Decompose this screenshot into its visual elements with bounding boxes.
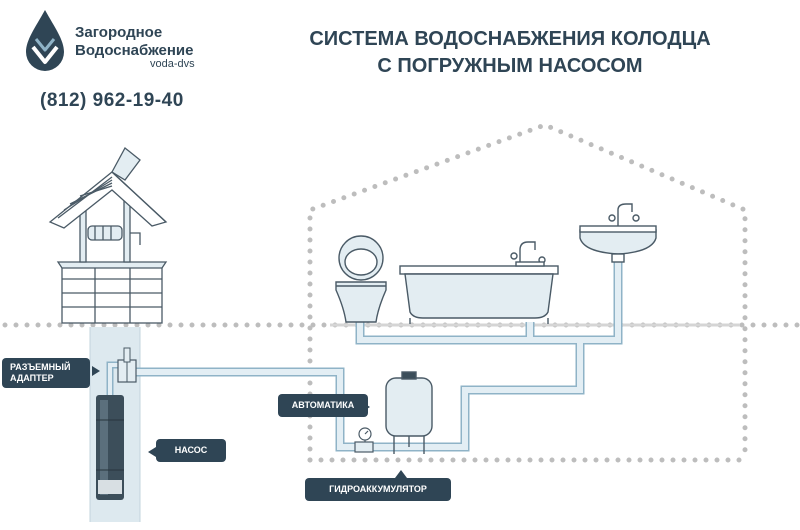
label-pointer [148,447,156,457]
house-outline-icon [307,122,748,463]
accumulator-tank-icon [385,371,433,454]
brand-name: Загородное Водоснабжение [75,24,194,59]
water-drop-icon [26,10,64,71]
label-adapter: РАЗЪЕМНЫЙ АДАПТЕР [2,358,90,388]
adapter-icon [117,347,137,383]
sink-icon [579,225,657,263]
label-pointer [395,470,407,478]
well-icon [48,147,168,324]
brand-subtitle: voda-dvs [150,58,195,70]
faucet-icon [510,241,546,267]
diagram-title-line2: С ПОГРУЖНЫМ НАСОСОМ [377,55,643,77]
label-automation: АВТОМАТИКА [278,394,368,417]
diagram-title: СИСТЕМА ВОДОСНАБЖЕНИЯ КОЛОДЦА С ПОГРУЖНЫ… [280,26,740,80]
diagram-title-line1: СИСТЕМА ВОДОСНАБЖЕНИЯ КОЛОДЦА [309,28,711,50]
label-pump: НАСОС [156,439,226,462]
pressure-gauge-icon [354,427,374,453]
label-accumulator: ГИДРОАККУМУЛЯТОР [305,478,451,501]
phone-number[interactable]: (812) 962-19-40 [40,90,184,111]
label-pointer [92,366,100,376]
faucet-icon [608,203,640,226]
toilet-icon [335,235,387,323]
bathtub-icon [399,265,559,324]
pump-icon [96,395,124,500]
